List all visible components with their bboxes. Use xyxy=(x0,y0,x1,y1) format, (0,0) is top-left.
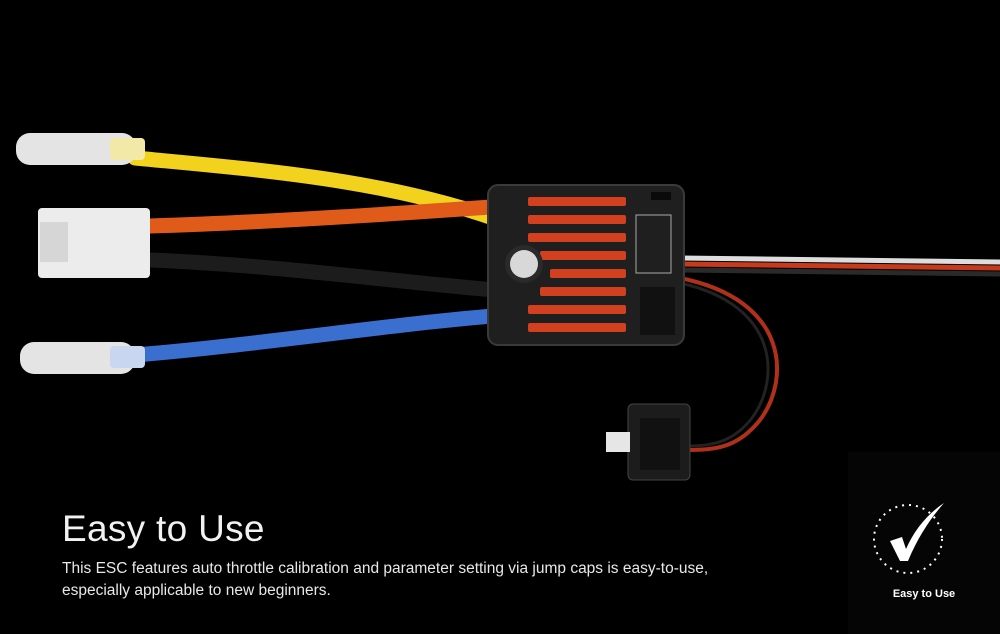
blue-wire xyxy=(127,306,528,363)
orange-wire xyxy=(142,197,528,234)
description-line-2: especially applicable to new beginners. xyxy=(62,582,331,599)
bullet-connector-blue xyxy=(20,342,145,374)
switch-lead xyxy=(679,276,779,452)
description-line-1: This ESC features auto throttle calibrat… xyxy=(62,560,709,577)
black-wire xyxy=(142,252,528,300)
feature-description: This ESC features auto throttle calibrat… xyxy=(62,558,762,602)
servo-lead xyxy=(679,255,1000,277)
power-switch xyxy=(606,403,691,481)
battery-plug xyxy=(38,208,150,278)
esc-body xyxy=(487,184,685,346)
check-dial-icon xyxy=(873,503,944,574)
badge-label: Easy to Use xyxy=(892,588,956,600)
feature-title: Easy to Use xyxy=(62,508,265,549)
bullet-connector-yellow xyxy=(16,133,145,165)
easy-to-use-badge: Easy to Use xyxy=(848,452,1000,634)
